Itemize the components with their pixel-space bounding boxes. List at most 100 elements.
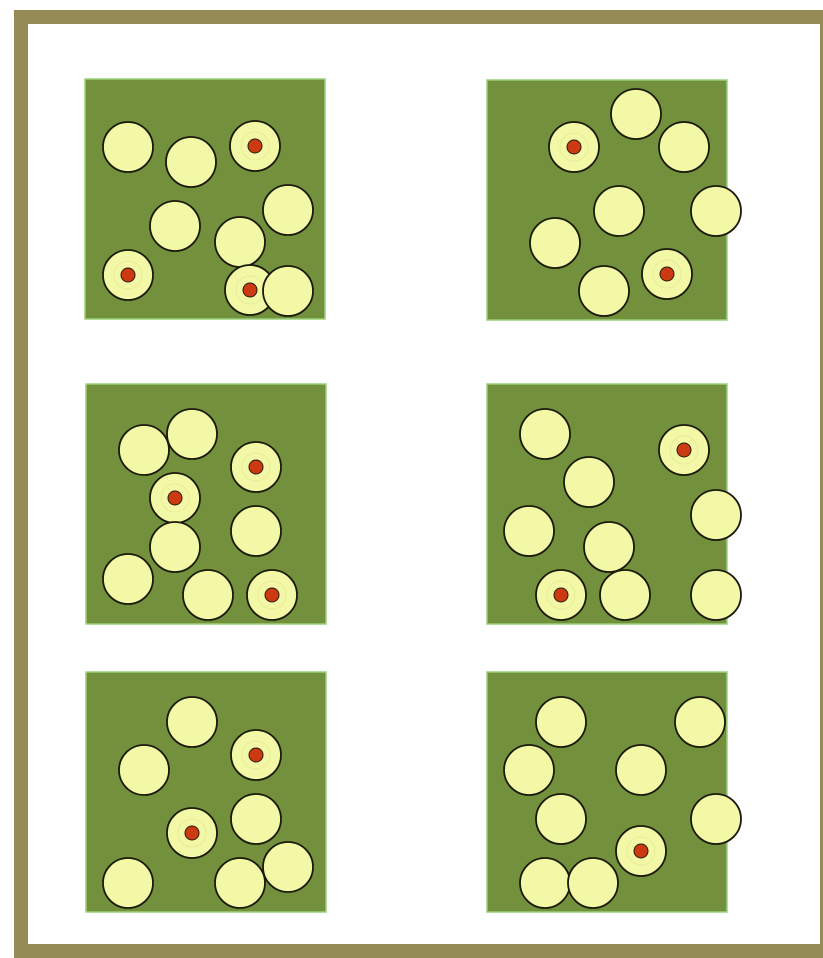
- particle-circle: [536, 794, 586, 844]
- particle-circle: [520, 858, 570, 908]
- panel-6-canvas: [487, 672, 727, 912]
- particle-circle: [600, 570, 650, 620]
- particle-circle: [594, 186, 644, 236]
- particle-circle: [215, 217, 265, 267]
- particle: [616, 745, 666, 795]
- particle-circle: [215, 858, 265, 908]
- particle-with-dot: [167, 808, 217, 858]
- particle-dot: [168, 491, 182, 505]
- particle-circle: [119, 425, 169, 475]
- particle: [119, 425, 169, 475]
- panel-1: [85, 79, 325, 319]
- particle-circle: [263, 266, 313, 316]
- particle-circle: [691, 570, 741, 620]
- particle-circle: [691, 186, 741, 236]
- particle-dot: [243, 283, 257, 297]
- particle: [530, 218, 580, 268]
- panel-2: [487, 80, 727, 320]
- particle-circle: [520, 409, 570, 459]
- particle: [103, 554, 153, 604]
- particle: [536, 794, 586, 844]
- particle-circle: [103, 122, 153, 172]
- particle: [659, 122, 709, 172]
- particle-dot: [265, 588, 279, 602]
- particle-with-dot: [103, 250, 153, 300]
- particle-circle: [150, 201, 200, 251]
- particle-circle: [616, 745, 666, 795]
- panel-4-canvas: [487, 384, 727, 624]
- particle-circle: [263, 842, 313, 892]
- particle-dot: [567, 140, 581, 154]
- particle: [166, 137, 216, 187]
- panel-4: [487, 384, 727, 624]
- particle: [263, 842, 313, 892]
- particle: [564, 457, 614, 507]
- particle: [167, 409, 217, 459]
- particle: [263, 266, 313, 316]
- particle: [504, 745, 554, 795]
- panel-3: [86, 384, 326, 624]
- particle-with-dot: [230, 121, 280, 171]
- particle-circle: [659, 122, 709, 172]
- particle-circle: [103, 554, 153, 604]
- panel-2-canvas: [487, 80, 727, 320]
- particle: [231, 794, 281, 844]
- particle-with-dot: [231, 442, 281, 492]
- particle: [600, 570, 650, 620]
- particle-with-dot: [247, 570, 297, 620]
- particle: [675, 697, 725, 747]
- particle-circle: [530, 218, 580, 268]
- particle-circle: [183, 570, 233, 620]
- panel-6: [487, 672, 727, 912]
- particle-circle: [536, 697, 586, 747]
- particle-circle: [691, 490, 741, 540]
- particle-with-dot: [150, 473, 200, 523]
- particle: [536, 697, 586, 747]
- particle: [568, 858, 618, 908]
- particle: [691, 570, 741, 620]
- particle: [504, 506, 554, 556]
- particle-dot: [634, 844, 648, 858]
- particle-with-dot: [616, 826, 666, 876]
- particle: [231, 506, 281, 556]
- particle: [215, 858, 265, 908]
- particle-circle: [504, 745, 554, 795]
- particle-circle: [564, 457, 614, 507]
- particle: [183, 570, 233, 620]
- particle-dot: [185, 826, 199, 840]
- particle-dot: [121, 268, 135, 282]
- particle-dot: [249, 748, 263, 762]
- particle-circle: [504, 506, 554, 556]
- particle-with-dot: [536, 570, 586, 620]
- particle-dot: [660, 267, 674, 281]
- panel-1-canvas: [85, 79, 325, 319]
- particle: [611, 89, 661, 139]
- particle: [579, 266, 629, 316]
- panel-3-canvas: [86, 384, 326, 624]
- particle-dot: [248, 139, 262, 153]
- particle-circle: [231, 506, 281, 556]
- particle-dot: [249, 460, 263, 474]
- particle: [150, 522, 200, 572]
- particle: [584, 522, 634, 572]
- particle: [167, 697, 217, 747]
- particle-circle: [691, 794, 741, 844]
- particle-with-dot: [231, 730, 281, 780]
- panel-5-canvas: [86, 672, 326, 912]
- particle-circle: [167, 409, 217, 459]
- particle-circle: [103, 858, 153, 908]
- particle-circle: [579, 266, 629, 316]
- particle: [691, 794, 741, 844]
- particle-with-dot: [642, 249, 692, 299]
- particle-circle: [167, 697, 217, 747]
- particle-circle: [150, 522, 200, 572]
- particle-circle: [263, 185, 313, 235]
- diagram-frame: [14, 10, 823, 958]
- particle: [520, 409, 570, 459]
- particle-circle: [231, 794, 281, 844]
- particle: [103, 858, 153, 908]
- particle-dot: [554, 588, 568, 602]
- particle: [263, 185, 313, 235]
- panel-5: [86, 672, 326, 912]
- particle: [520, 858, 570, 908]
